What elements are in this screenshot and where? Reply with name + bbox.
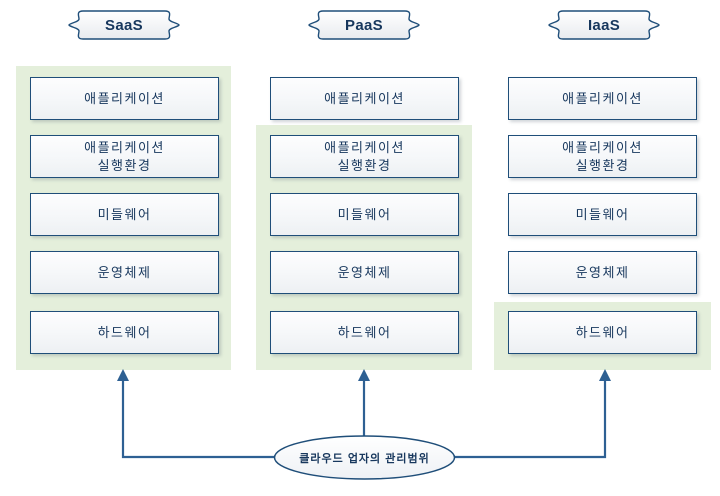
brace-banner-shape: [68, 10, 180, 40]
layer-label: 미들웨어: [97, 206, 152, 222]
layer-label: 운영체제: [97, 264, 152, 280]
header-iaas: IaaS: [546, 8, 662, 42]
layer-label: 애플리케이션 실행환경: [324, 139, 405, 173]
layer-box-iaas-application: 애플리케이션: [508, 77, 697, 120]
layer-box-paas-runtime: 애플리케이션 실행환경: [270, 135, 459, 178]
layer-label: 애플리케이션: [562, 90, 643, 106]
layer-box-paas-middleware: 미들웨어: [270, 193, 459, 236]
layer-box-paas-application: 애플리케이션: [270, 77, 459, 120]
layer-label: 미들웨어: [575, 206, 630, 222]
brace-banner-shape: [308, 10, 420, 40]
arrow-to-iaas: [454, 379, 607, 459]
layer-label: 애플리케이션: [324, 90, 405, 106]
brace-banner-shape: [548, 10, 660, 40]
layer-label: 하드웨어: [575, 324, 630, 340]
layer-label: 애플리케이션 실행환경: [84, 139, 165, 173]
layer-label: 운영체제: [575, 264, 630, 280]
layer-box-saas-os: 운영체제: [30, 251, 219, 294]
layer-box-saas-middleware: 미들웨어: [30, 193, 219, 236]
layer-box-paas-os: 운영체제: [270, 251, 459, 294]
arrowhead-paas: [358, 369, 370, 381]
layer-box-saas-hardware: 하드웨어: [30, 311, 219, 354]
layer-box-iaas-os: 운영체제: [508, 251, 697, 294]
layer-box-paas-hardware: 하드웨어: [270, 311, 459, 354]
layer-box-saas-runtime: 애플리케이션 실행환경: [30, 135, 219, 178]
header-saas: SaaS: [66, 8, 182, 42]
header-paas: PaaS: [306, 8, 422, 42]
arrowhead-saas: [117, 369, 129, 381]
layer-label: 미들웨어: [337, 206, 392, 222]
layer-label: 애플리케이션: [84, 90, 165, 106]
layer-label: 하드웨어: [337, 324, 392, 340]
header-paas-label: PaaS: [345, 16, 383, 34]
header-iaas-label: IaaS: [587, 16, 621, 34]
layer-box-saas-application: 애플리케이션: [30, 77, 219, 120]
layer-label: 운영체제: [337, 264, 392, 280]
arrow-to-saas: [121, 379, 275, 459]
layer-box-iaas-middleware: 미들웨어: [508, 193, 697, 236]
layer-box-iaas-hardware: 하드웨어: [508, 311, 697, 354]
layer-label: 하드웨어: [97, 324, 152, 340]
header-saas-label: SaaS: [105, 16, 143, 34]
arrowhead-iaas: [599, 369, 611, 381]
layer-label: 애플리케이션 실행환경: [562, 139, 643, 173]
provider-scope-label: 클라우드 업자의 관리범위: [299, 452, 430, 465]
layer-box-iaas-runtime: 애플리케이션 실행환경: [508, 135, 697, 178]
